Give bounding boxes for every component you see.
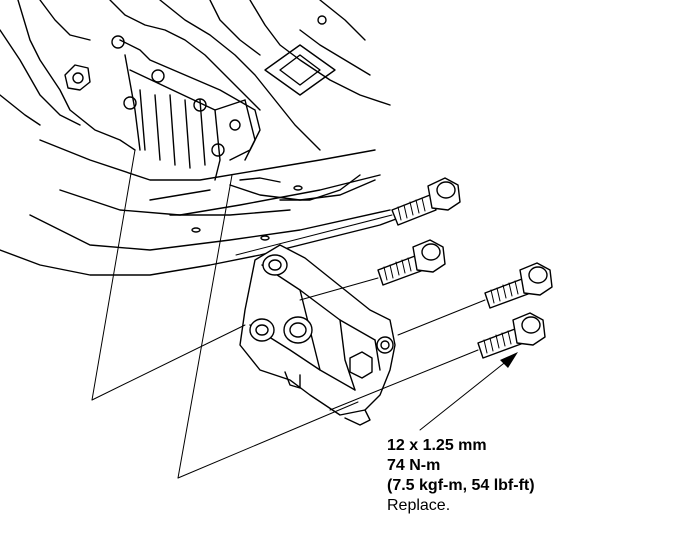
spec-arrow — [419, 352, 518, 431]
leader-lines — [91, 149, 486, 479]
engine-mount-bracket — [239, 244, 396, 426]
bolt-4 — [477, 312, 546, 359]
bolt-size-label: 12 x 1.25 mm — [387, 437, 487, 454]
bolt-3 — [484, 262, 553, 309]
frame-structure — [0, 0, 421, 276]
bolt-2 — [377, 239, 446, 286]
torque-nm-label: 74 N-m — [387, 457, 441, 474]
replace-note: Replace. — [387, 497, 451, 514]
torque-spec-callout: 12 x 1.25 mm 74 N-m (7.5 kgf-m, 54 lbf-f… — [387, 436, 535, 516]
torque-alt-label: (7.5 kgf-m, 54 lbf-ft) — [387, 477, 535, 494]
bolt-1 — [391, 177, 461, 226]
